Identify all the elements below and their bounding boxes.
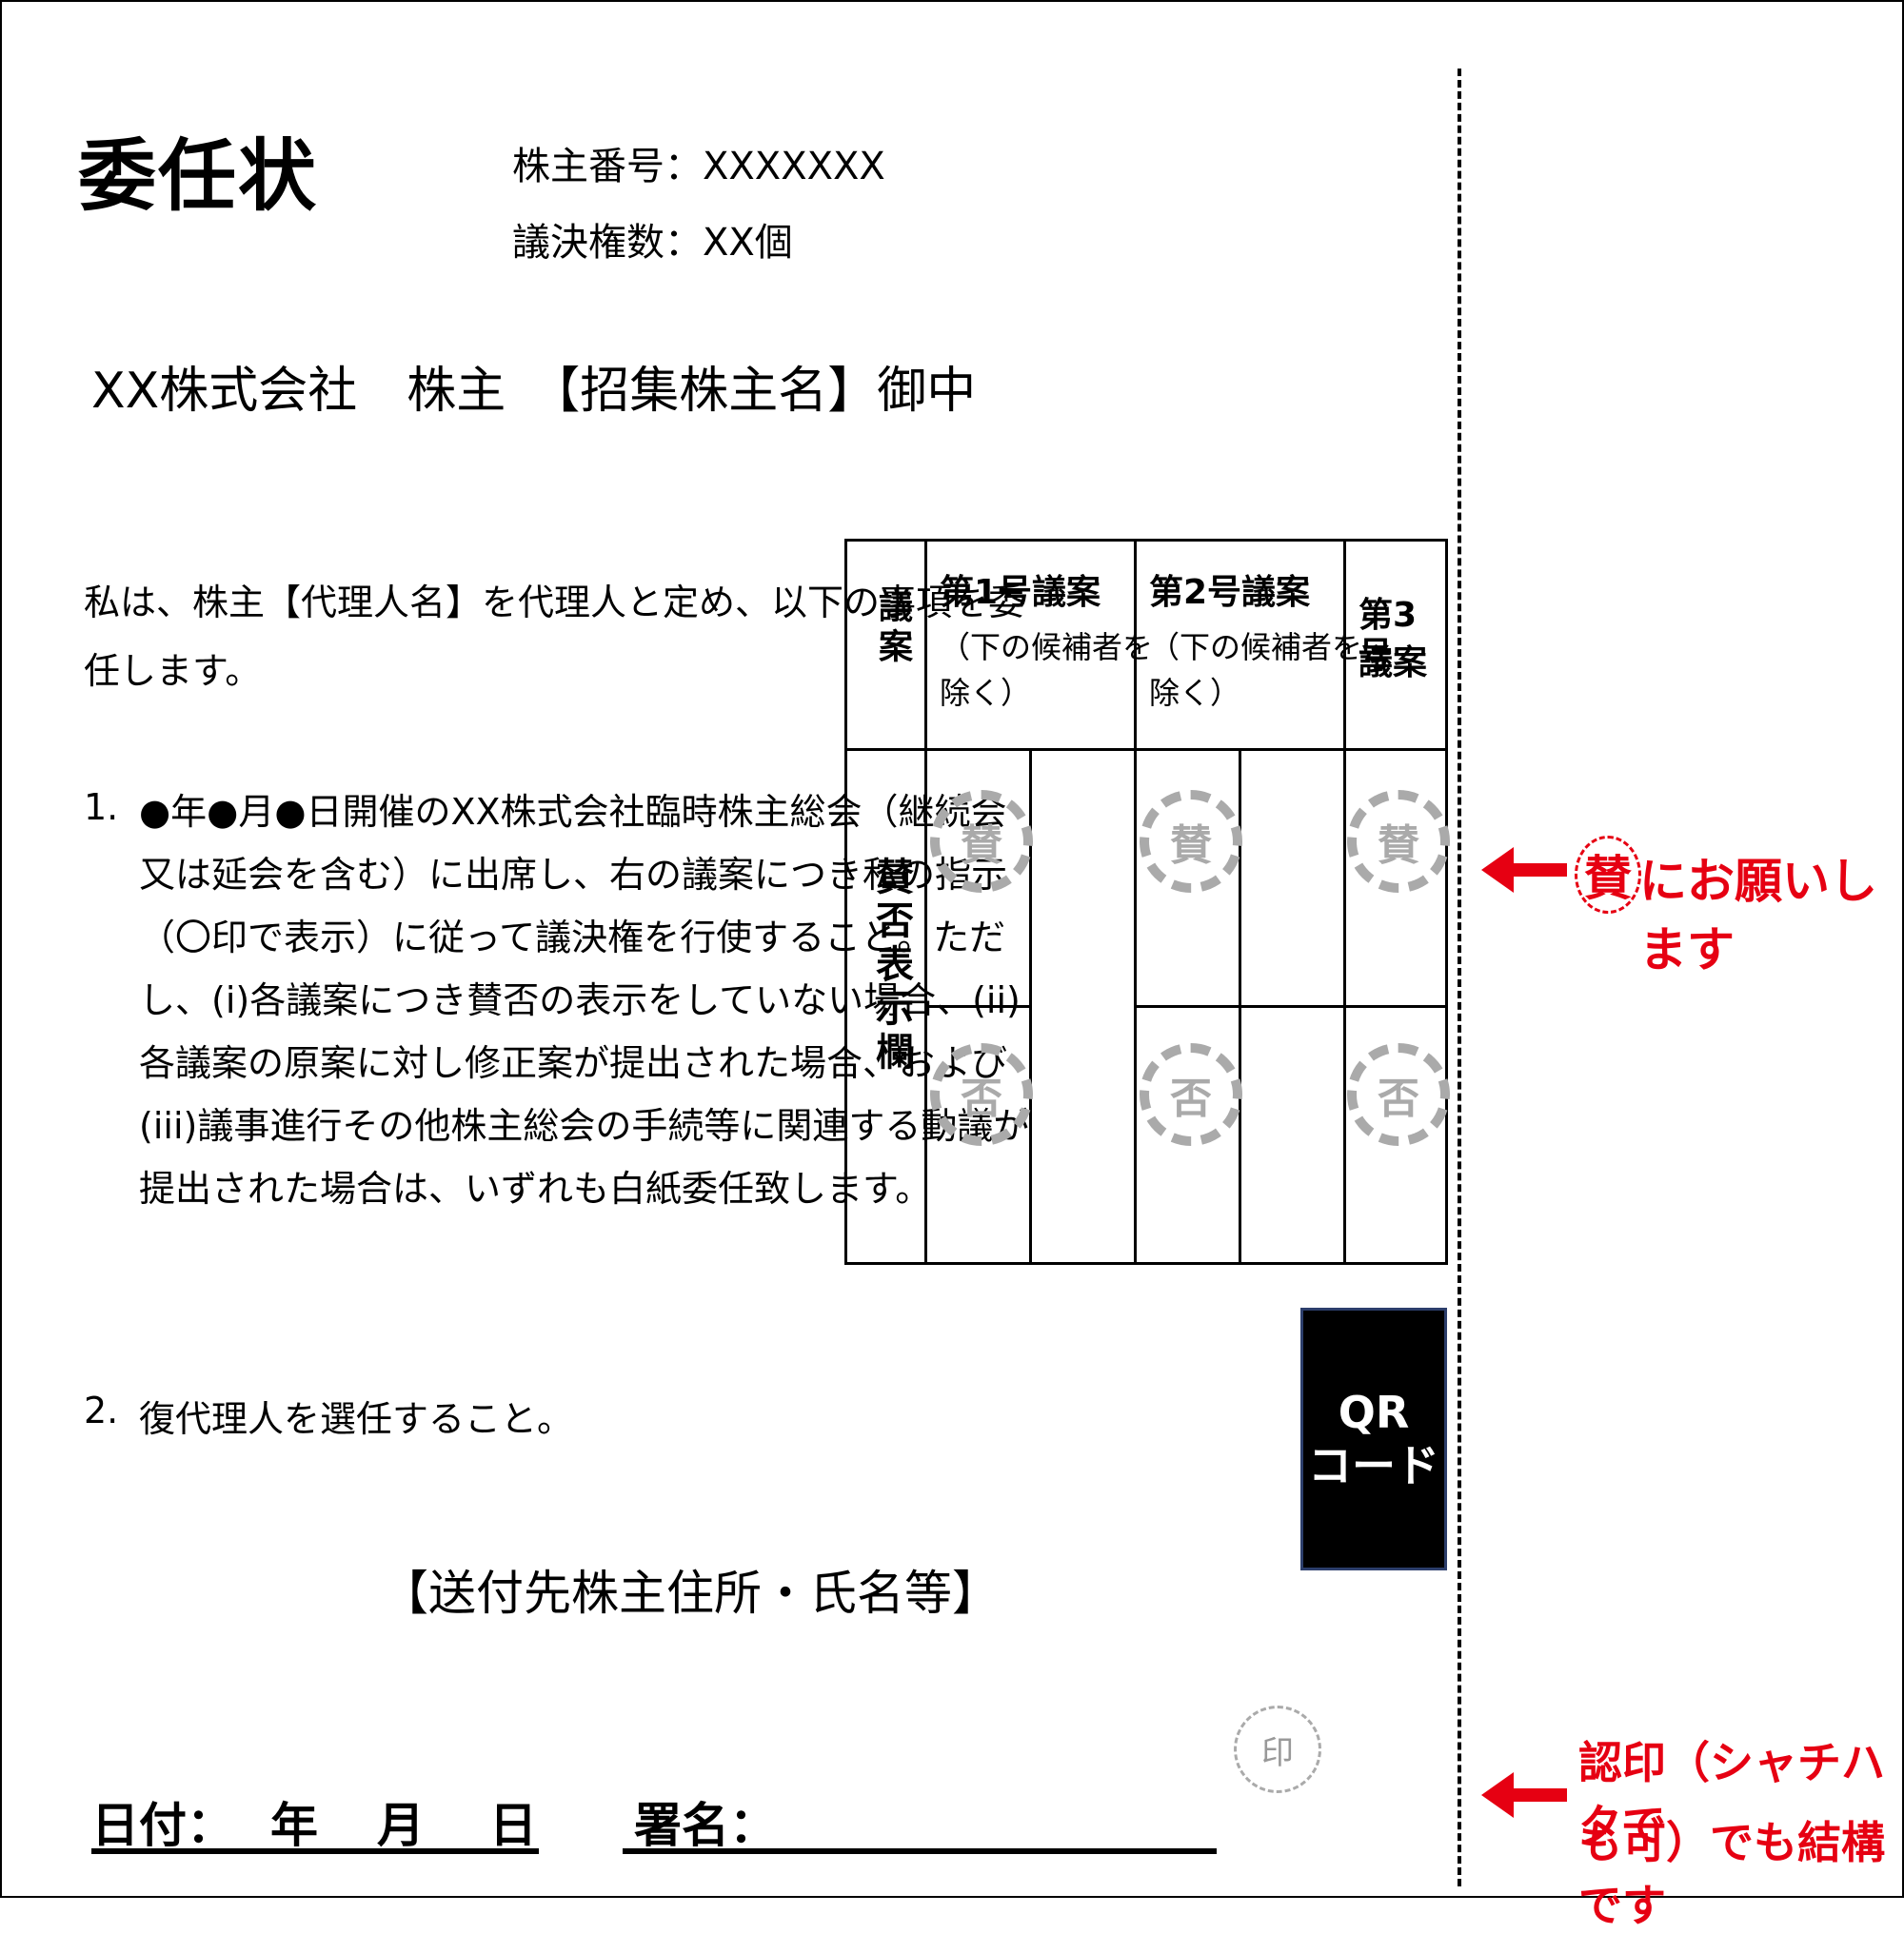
item-1-text: ●年●月●日開催のXX株式会社臨時株主総会（継続会 又は延会を含む）に出席し、右… bbox=[139, 780, 1029, 1220]
day-label: 日 bbox=[489, 1798, 537, 1853]
row-header-agenda: 議案 bbox=[873, 588, 912, 668]
item-line: ●年●月●日開催のXX株式会社臨時株主総会（継続会 bbox=[139, 791, 1007, 833]
col2-sub: 除く） bbox=[1149, 675, 1241, 711]
item-line: し、(i)各議案につき賛否の表示をしていない場合、(ii) bbox=[139, 979, 1021, 1021]
shareholder-number: 株主番号：XXXXXXX bbox=[512, 145, 885, 188]
item-line: 又は延会を含む）に出席し、右の議案につき私の指示 bbox=[139, 854, 1008, 896]
arrow-shaft bbox=[1512, 863, 1567, 877]
cut-line bbox=[1458, 69, 1461, 1886]
reject-stamp[interactable]: 否 bbox=[1347, 1043, 1450, 1146]
document-title: 委任状 bbox=[78, 131, 319, 222]
item-2-text: 復代理人を選任すること。 bbox=[139, 1398, 574, 1440]
reject-stamp[interactable]: 否 bbox=[1140, 1043, 1242, 1146]
approve-note: にお願いします bbox=[1639, 854, 1877, 977]
date-underline bbox=[91, 1848, 539, 1854]
reject-stamp[interactable]: 否 bbox=[930, 1043, 1033, 1146]
arrow-left-icon bbox=[1481, 847, 1514, 893]
approve-stamp[interactable]: 賛 bbox=[1347, 790, 1450, 893]
send-to-address: 【送付先株主住所・氏名等】 bbox=[381, 1566, 1000, 1621]
item-line: 提出された場合は、いずれも白紙委任致します。 bbox=[139, 1168, 932, 1210]
item-line: (iii)議事進行その他株主総会の手続等に関連する動議が bbox=[139, 1105, 1030, 1147]
col1-title: 第1号議案 bbox=[940, 573, 1101, 612]
voting-table: 議案 第1号議案 （下の候補者を 除く） 第2号議案 （下の候補者を 除く） 第… bbox=[844, 539, 1450, 1265]
intro-line: 私は、株主【代理人名】を代理人と定め、以下の事項を委 bbox=[84, 582, 1025, 623]
circled-approve-mark: 賛 bbox=[1575, 836, 1641, 914]
intro-line: 任します。 bbox=[84, 650, 262, 692]
col3-title: 第3号 bbox=[1359, 596, 1418, 675]
item-number: 1. bbox=[84, 786, 119, 828]
col2-sub: （下の候補者を bbox=[1149, 629, 1363, 665]
seal-note-line: 認印（シャチハタで bbox=[1578, 1737, 1885, 1851]
signature-underline[interactable] bbox=[623, 1848, 1217, 1854]
date-label: 日付： bbox=[91, 1798, 234, 1853]
item-line: 各議案の原案に対し修正案が提出された場合、および bbox=[139, 1042, 1008, 1084]
qr-code: QR コード bbox=[1300, 1308, 1447, 1570]
vote-column-label: 賛否表示欄 bbox=[869, 857, 913, 1076]
month-label: 月 bbox=[377, 1798, 425, 1853]
qr-label: コード bbox=[1308, 1440, 1439, 1491]
voting-rights: 議決権数：XX個 bbox=[512, 221, 793, 265]
col2-title: 第2号議案 bbox=[1149, 573, 1311, 612]
approve-stamp[interactable]: 賛 bbox=[1140, 790, 1242, 893]
year-label: 年 bbox=[270, 1798, 318, 1853]
arrow-shaft bbox=[1512, 1788, 1567, 1802]
arrow-left-icon bbox=[1481, 1772, 1514, 1818]
col3-title: 議案 bbox=[1359, 643, 1428, 682]
signature-label: 署名： bbox=[634, 1798, 777, 1853]
item-line: （〇印で表示）に従って議決権を行使すること。ただ bbox=[139, 917, 1006, 958]
seal-placeholder[interactable]: 印 bbox=[1234, 1706, 1321, 1793]
seal-note-line: も可）でも結構です bbox=[1578, 1817, 1885, 1931]
approve-stamp[interactable]: 賛 bbox=[930, 790, 1033, 893]
item-number: 2. bbox=[84, 1390, 119, 1431]
addressee: XX株式会社 株主 【招集株主名】御中 bbox=[91, 363, 977, 420]
col1-sub: （下の候補者を bbox=[940, 629, 1154, 665]
col1-sub: 除く） bbox=[940, 675, 1032, 711]
qr-label: QR bbox=[1338, 1387, 1410, 1438]
